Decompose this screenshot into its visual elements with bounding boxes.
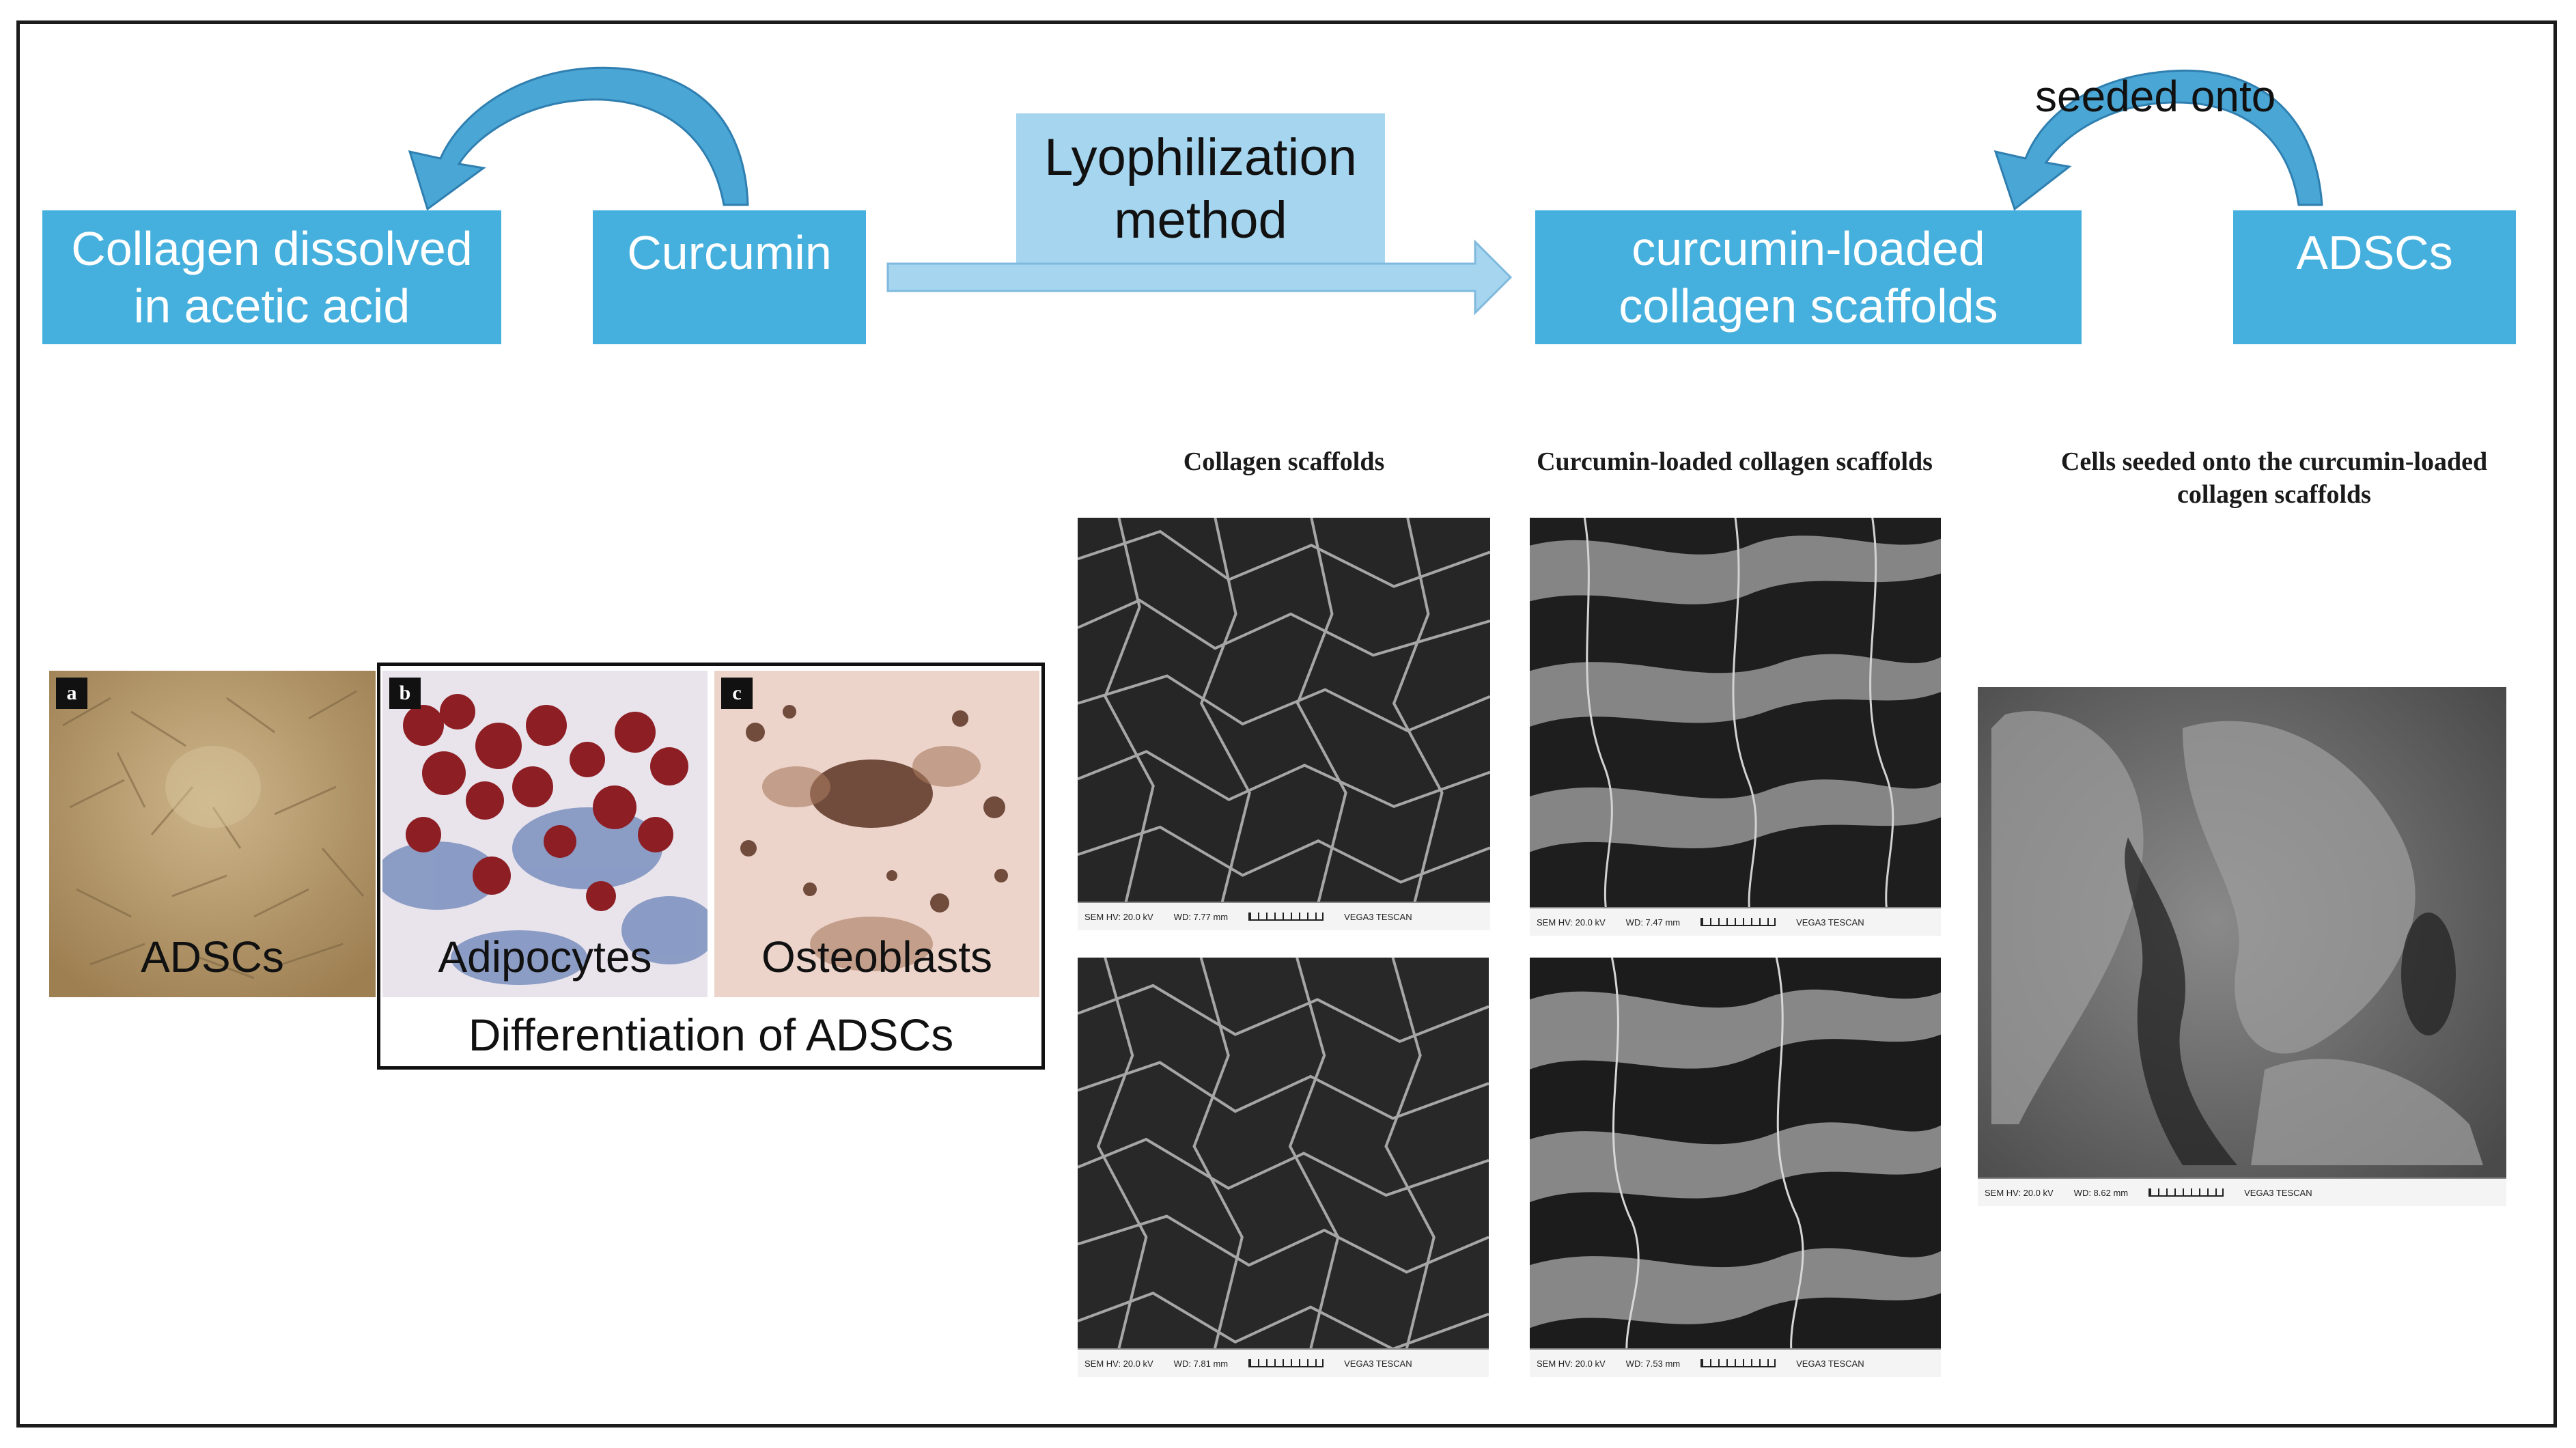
osteoblasts-texture: [714, 671, 1039, 997]
panel-b-letter: b: [389, 678, 421, 709]
adscs-box-label: ADSCs: [2296, 226, 2453, 279]
curcumin-loaded-scaffolds-box: curcumin-loaded collagen scaffolds: [1535, 210, 2082, 344]
sem-4-info-bar: SEM HV: 20.0 kV WD: 7.53 mm VEGA3 TESCAN: [1530, 1348, 1941, 1377]
collagen-dissolved-box: Collagen dissolved in acetic acid: [42, 210, 501, 344]
sem-2-info-bar: SEM HV: 20.0 kV WD: 7.47 mm VEGA3 TESCAN: [1530, 907, 1941, 936]
adscs-cells-texture: [49, 671, 376, 997]
differentiation-label: Differentiation of ADSCs: [468, 1010, 954, 1060]
panel-a-label: ADSCs: [141, 932, 284, 981]
panel-a-letter: a: [56, 678, 87, 709]
cell-surface-texture: [1978, 687, 2506, 1206]
lyophilization-method-label: Lyophilization method: [1044, 128, 1357, 249]
sem-1-info-bar: SEM HV: 20.0 kV WD: 7.77 mm VEGA3 TESCAN: [1078, 902, 1490, 930]
curcumin-label: Curcumin: [627, 226, 832, 279]
sem-curcumin-2: SEM HV: 20.0 kV WD: 7.53 mm VEGA3 TESCAN: [1530, 958, 1941, 1377]
sem-3-info-bar: SEM HV: 20.0 kV WD: 7.81 mm VEGA3 TESCAN: [1078, 1348, 1489, 1377]
sem-5-scale-bar: [2148, 1188, 2224, 1197]
fibrous-network-texture: [1078, 518, 1490, 930]
sem-3-hv: SEM HV: 20.0 kV: [1084, 1358, 1153, 1369]
sem-3-brand: VEGA3 TESCAN: [1344, 1358, 1412, 1369]
sem-collagen-2: SEM HV: 20.0 kV WD: 7.81 mm VEGA3 TESCAN: [1078, 958, 1489, 1377]
curcumin-box: Curcumin: [593, 210, 866, 344]
caption-curcumin-loaded-scaffolds: Curcumin-loaded collagen scaffolds: [1537, 447, 1933, 476]
panel-b-adipocytes-photo: b Adipocytes: [382, 671, 708, 997]
sem-5-hv: SEM HV: 20.0 kV: [1985, 1187, 2054, 1198]
panel-c-letter: c: [721, 678, 753, 709]
porous-sheet-texture-2: [1530, 958, 1941, 1377]
sem-1-wd: WD: 7.77 mm: [1173, 911, 1229, 922]
seeded-onto-label: seeded onto: [2035, 72, 2276, 121]
differentiation-frame: [377, 663, 1045, 1070]
fibrous-network-texture-2: [1078, 958, 1489, 1377]
caption-cells-seeded: Cells seeded onto the curcumin-loaded co…: [2060, 447, 2488, 509]
lyophilization-method-box: Lyophilization method: [1016, 113, 1385, 265]
sem-3-scale-bar: [1248, 1359, 1324, 1367]
porous-sheet-texture: [1530, 518, 1941, 936]
sem-2-hv: SEM HV: 20.0 kV: [1537, 917, 1606, 928]
sem-1-hv: SEM HV: 20.0 kV: [1084, 911, 1153, 922]
sem-cells-seeded: SEM HV: 20.0 kV WD: 8.62 mm VEGA3 TESCAN: [1978, 687, 2506, 1206]
sem-4-wd: WD: 7.53 mm: [1625, 1358, 1681, 1369]
sem-5-wd: WD: 8.62 mm: [2073, 1187, 2129, 1198]
sem-3-wd: WD: 7.81 mm: [1173, 1358, 1229, 1369]
sem-1-scale-bar: [1248, 913, 1324, 921]
panel-a-adscs-photo: a ADSCs: [49, 671, 376, 997]
caption-collagen-scaffolds: Collagen scaffolds: [1183, 447, 1385, 476]
panel-b-label: Adipocytes: [438, 932, 652, 981]
panel-c-osteoblasts-photo: c Osteoblasts: [714, 671, 1039, 997]
sem-2-brand: VEGA3 TESCAN: [1796, 917, 1864, 928]
sem-curcumin-1: SEM HV: 20.0 kV WD: 7.47 mm VEGA3 TESCAN: [1530, 518, 1941, 936]
sem-1-brand: VEGA3 TESCAN: [1344, 911, 1412, 922]
sem-5-brand: VEGA3 TESCAN: [2244, 1187, 2312, 1198]
collagen-dissolved-label: Collagen dissolved in acetic acid: [71, 222, 473, 333]
sem-4-brand: VEGA3 TESCAN: [1796, 1358, 1864, 1369]
curcumin-loaded-scaffolds-label: curcumin-loaded collagen scaffolds: [1619, 222, 1998, 333]
sem-4-hv: SEM HV: 20.0 kV: [1537, 1358, 1606, 1369]
sem-2-wd: WD: 7.47 mm: [1625, 917, 1681, 928]
adipocytes-texture: [382, 671, 708, 997]
sem-4-scale-bar: [1700, 1359, 1776, 1367]
sem-2-scale-bar: [1700, 918, 1776, 926]
sem-5-info-bar: SEM HV: 20.0 kV WD: 8.62 mm VEGA3 TESCAN: [1978, 1178, 2506, 1206]
adscs-box: ADSCs: [2233, 210, 2516, 344]
sem-collagen-1: SEM HV: 20.0 kV WD: 7.77 mm VEGA3 TESCAN: [1078, 518, 1490, 930]
panel-c-label: Osteoblasts: [761, 932, 992, 981]
